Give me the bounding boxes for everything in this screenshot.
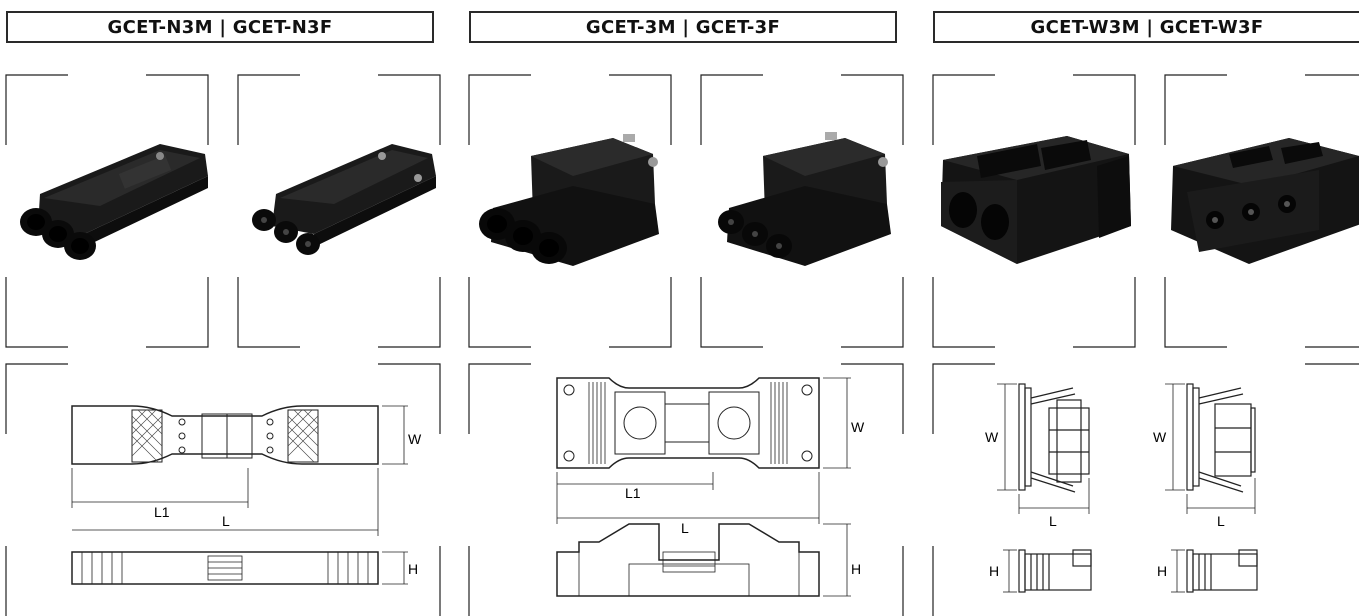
drawing-frame bbox=[468, 363, 904, 616]
photo-frame-male bbox=[5, 74, 209, 348]
column-title: GCET-N3M | GCET-N3F bbox=[6, 11, 434, 43]
connector-photo-gcet-w3m bbox=[937, 126, 1137, 281]
dimension-label-w-left: W bbox=[985, 429, 999, 445]
dimension-label-l1: L1 bbox=[154, 504, 170, 520]
dimension-label-w-right: W bbox=[1153, 429, 1167, 445]
dimension-label-h: H bbox=[408, 561, 418, 577]
dimension-label-l1: L1 bbox=[625, 485, 641, 501]
drawing-frame bbox=[5, 363, 441, 616]
column-title: GCET-W3M | GCET-W3F bbox=[933, 11, 1359, 43]
connector-photo-gcet-w3f bbox=[1169, 126, 1359, 281]
connector-photo-gcet-n3m bbox=[10, 136, 210, 271]
connector-photo-gcet-3m bbox=[473, 126, 673, 281]
column-gcet-3: GCET-3M | GCET-3F bbox=[468, 0, 905, 616]
column-gcet-n3: GCET-N3M | GCET-N3F bbox=[5, 0, 442, 616]
dimension-label-w: W bbox=[408, 431, 422, 447]
dimension-label-h: H bbox=[851, 561, 861, 577]
dimension-label-w: W bbox=[851, 419, 865, 435]
dimension-drawing-gcet-w3: W L W L bbox=[983, 378, 1359, 603]
photo-frame-male bbox=[932, 74, 1136, 348]
column-gcet-w3: GCET-W3M | GCET-W3F bbox=[932, 0, 1359, 616]
dimension-label-h-left: H bbox=[989, 563, 999, 579]
connector-photo-gcet-3f bbox=[705, 126, 905, 281]
photo-frame-female bbox=[1164, 74, 1359, 348]
dimension-drawing-gcet-n3: W L1 L H bbox=[62, 396, 422, 601]
column-title: GCET-3M | GCET-3F bbox=[469, 11, 897, 43]
drawing-frame bbox=[932, 363, 1359, 616]
dimension-label-l: L bbox=[222, 513, 230, 529]
dimension-label-h-right: H bbox=[1157, 563, 1167, 579]
connector-photo-gcet-n3f bbox=[242, 136, 442, 271]
dimension-drawing-gcet-3: W L1 L H bbox=[549, 374, 879, 609]
photo-frame-female bbox=[237, 74, 441, 348]
dimension-label-l: L bbox=[681, 520, 689, 536]
dimension-label-l-right: L bbox=[1217, 513, 1225, 529]
photo-frame-male bbox=[468, 74, 672, 348]
photo-frame-female bbox=[700, 74, 904, 348]
dimension-label-l-left: L bbox=[1049, 513, 1057, 529]
